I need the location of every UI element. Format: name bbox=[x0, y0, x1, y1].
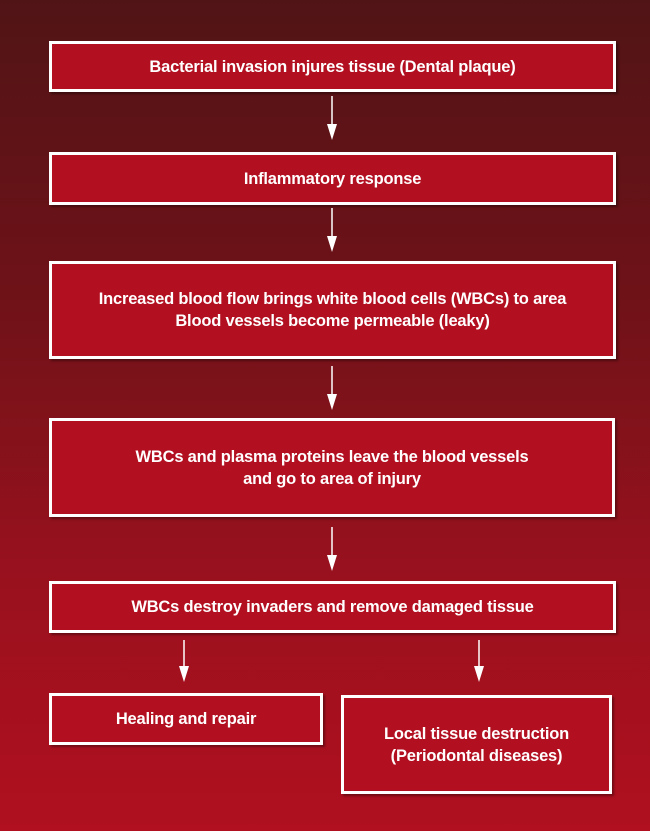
arrow-down-icon bbox=[178, 640, 190, 682]
step-wbcs-destroy: WBCs destroy invaders and remove damaged… bbox=[49, 581, 616, 633]
step-increased-blood-flow: Increased blood flow brings white blood … bbox=[49, 261, 616, 359]
arrow-down-icon bbox=[326, 208, 338, 252]
step-label-line2: (Periodontal diseases) bbox=[390, 746, 563, 765]
step-label-line2: and go to area of injury bbox=[243, 469, 421, 488]
step-label-line1: Local tissue destruction bbox=[384, 724, 569, 743]
step-label-line1: Increased blood flow brings white blood … bbox=[98, 290, 567, 308]
step-label: Bacterial invasion injures tissue (Denta… bbox=[149, 57, 516, 76]
step-label: Healing and repair bbox=[115, 710, 257, 728]
step-inflammatory-response: Inflammatory response bbox=[49, 152, 616, 205]
arrow-down-icon bbox=[326, 96, 338, 140]
step-label: Inflammatory response bbox=[243, 169, 422, 188]
step-label: WBCs destroy invaders and remove damaged… bbox=[131, 598, 534, 616]
arrow-down-icon bbox=[326, 527, 338, 571]
step-wbcs-leave-vessels: WBCs and plasma proteins leave the blood… bbox=[49, 418, 615, 517]
step-label-line1: WBCs and plasma proteins leave the blood… bbox=[135, 447, 529, 466]
outcome-destruction: Local tissue destruction (Periodontal dis… bbox=[341, 695, 612, 794]
arrow-down-icon bbox=[326, 366, 338, 410]
outcome-healing: Healing and repair bbox=[49, 693, 323, 745]
step-label-line2: Blood vessels become permeable (leaky) bbox=[175, 312, 490, 330]
arrow-down-icon bbox=[473, 640, 485, 682]
step-bacterial-invasion: Bacterial invasion injures tissue (Denta… bbox=[49, 41, 616, 92]
